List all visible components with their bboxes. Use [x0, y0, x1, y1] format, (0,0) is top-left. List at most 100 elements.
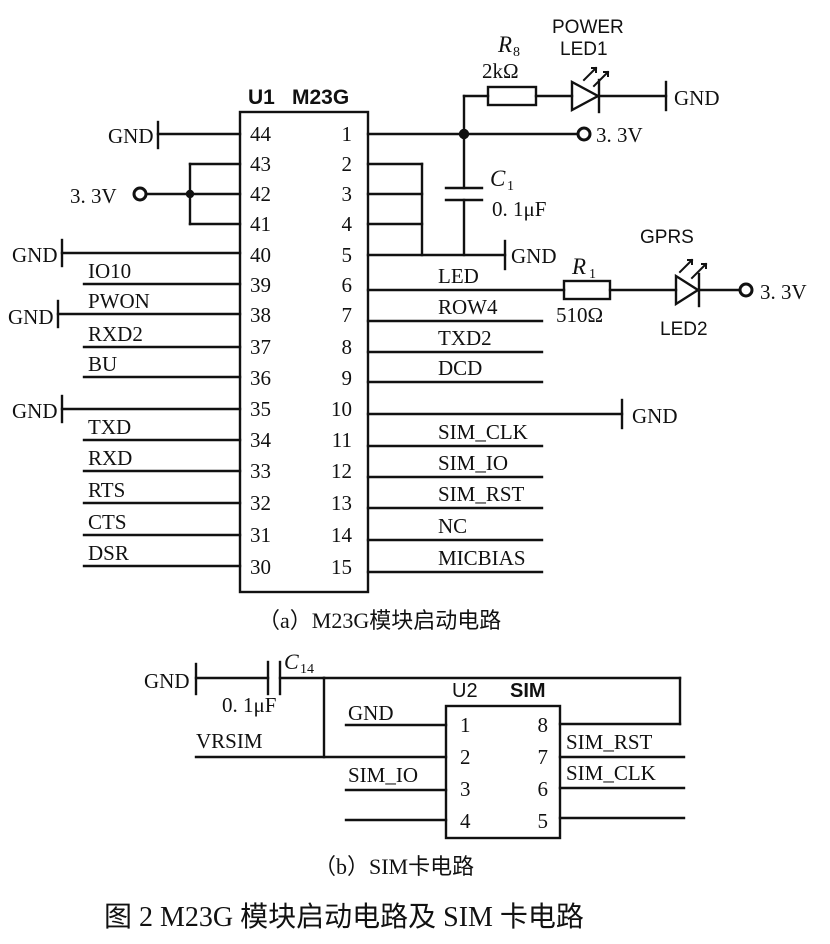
label-3v3-led2: 3. 3V: [760, 280, 807, 304]
u2-chip-name: SIM: [510, 680, 546, 702]
pin-number: 33: [250, 459, 271, 483]
label-nc: NC: [438, 514, 467, 538]
r8-value: 2kΩ: [482, 59, 519, 83]
pin-number: 7: [538, 745, 549, 769]
label-gprs: GPRS: [640, 227, 694, 248]
r1-value: 510Ω: [556, 303, 603, 327]
pin-number: 39: [250, 273, 271, 297]
pin-number: 6: [342, 273, 353, 297]
led2-arrows-icon: [678, 258, 708, 280]
pin-number: 41: [250, 212, 271, 236]
pin-number: 42: [250, 182, 271, 206]
pin-number: 4: [460, 809, 471, 833]
terminal-3v3-left: [132, 186, 148, 202]
label-gnd-pin10: GND: [632, 404, 678, 428]
pin-number: 13: [331, 491, 352, 515]
u2-right-pin-numbers: 8 7 6 5: [538, 713, 549, 833]
label-dsr: DSR: [88, 541, 129, 565]
terminal-3v3-led2: [738, 282, 754, 298]
label-io10: IO10: [88, 259, 131, 283]
led1-arrows-icon: [582, 66, 610, 88]
label-dcd: DCD: [438, 356, 482, 380]
r8-sub: 8: [513, 45, 520, 60]
label-cts: CTS: [88, 510, 127, 534]
pin-number: 44: [250, 122, 272, 146]
pin-number: 2: [342, 152, 353, 176]
u1-chip-ref: U1: [248, 86, 275, 109]
pin-number: 11: [332, 428, 352, 452]
pin-number: 7: [342, 303, 353, 327]
pin-number: 8: [342, 335, 353, 359]
label-gnd-c14: GND: [144, 669, 190, 693]
label-sim-io: SIM_IO: [438, 451, 508, 475]
label-u2-sim-io: SIM_IO: [348, 763, 418, 787]
c14-value: 0. 1μF: [222, 693, 276, 717]
r1-sub: 1: [589, 267, 596, 282]
label-3v3-left: 3. 3V: [70, 184, 117, 208]
label-led: LED: [438, 264, 479, 288]
label-micbias: MICBIAS: [438, 546, 526, 570]
u1-chip-name: M23G: [292, 86, 349, 109]
junction-3v3-left: [185, 189, 195, 199]
pin-number: 5: [342, 243, 353, 267]
label-gnd-u2-pin1: GND: [348, 701, 394, 725]
label-u2-sim-clk: SIM_CLK: [566, 761, 656, 785]
pin-number: 35: [250, 397, 271, 421]
resistor-r8: [486, 85, 538, 107]
label-power: POWER: [552, 17, 624, 38]
pin-number: 14: [331, 523, 353, 547]
label-rxd2: RXD2: [88, 322, 143, 346]
pin-number: 30: [250, 555, 271, 579]
label-gnd-pin40: GND: [12, 243, 58, 267]
pin-number: 15: [331, 555, 352, 579]
label-led2: LED2: [660, 319, 708, 340]
pin-number: 3: [342, 182, 353, 206]
label-bu: BU: [88, 352, 117, 376]
label-row4: ROW4: [438, 295, 498, 319]
label-gnd-led1: GND: [674, 86, 720, 110]
pin-number: 10: [331, 397, 352, 421]
pin-number: 32: [250, 491, 271, 515]
pin-number: 4: [342, 212, 353, 236]
label-gnd-pin35: GND: [12, 399, 58, 423]
label-gnd-pin44: GND: [108, 124, 154, 148]
label-sim-rst: SIM_RST: [438, 482, 525, 506]
pin-number: 43: [250, 152, 271, 176]
pin-number: 5: [538, 809, 549, 833]
pin-number: 12: [331, 459, 352, 483]
label-txd2: TXD2: [438, 326, 492, 350]
pin-number: 36: [250, 366, 271, 390]
caption-part-a: （a）M23G模块启动电路: [258, 608, 501, 633]
resistor-r1: [562, 279, 612, 301]
pin-number: 37: [250, 335, 271, 359]
u2-chip-body: [444, 704, 562, 840]
pin-number: 3: [460, 777, 471, 801]
label-rts: RTS: [88, 478, 125, 502]
label-u2-sim-rst: SIM_RST: [566, 730, 653, 754]
c1-value: 0. 1μF: [492, 197, 546, 221]
r8-ref: R: [497, 32, 512, 57]
label-vrsim: VRSIM: [196, 729, 263, 753]
pin-number: 6: [538, 777, 549, 801]
label-led1: LED1: [560, 39, 608, 60]
terminal-3v3-pin1: [576, 126, 592, 142]
pin-number: 31: [250, 523, 271, 547]
pin-number: 38: [250, 303, 271, 327]
label-txd: TXD: [88, 415, 131, 439]
r1-ref: R: [571, 254, 586, 279]
label-gnd-pin5: GND: [511, 244, 557, 268]
label-rxd: RXD: [88, 446, 132, 470]
pin-number: 8: [538, 713, 549, 737]
c14-ref: C: [284, 649, 299, 674]
pin-number: 9: [342, 366, 353, 390]
caption-part-b: （b）SIM卡电路: [314, 854, 474, 879]
label-3v3-pin1: 3. 3V: [596, 123, 643, 147]
pin-number: 1: [460, 713, 471, 737]
led2-diode: [674, 273, 701, 307]
pin-number: 1: [342, 122, 353, 146]
